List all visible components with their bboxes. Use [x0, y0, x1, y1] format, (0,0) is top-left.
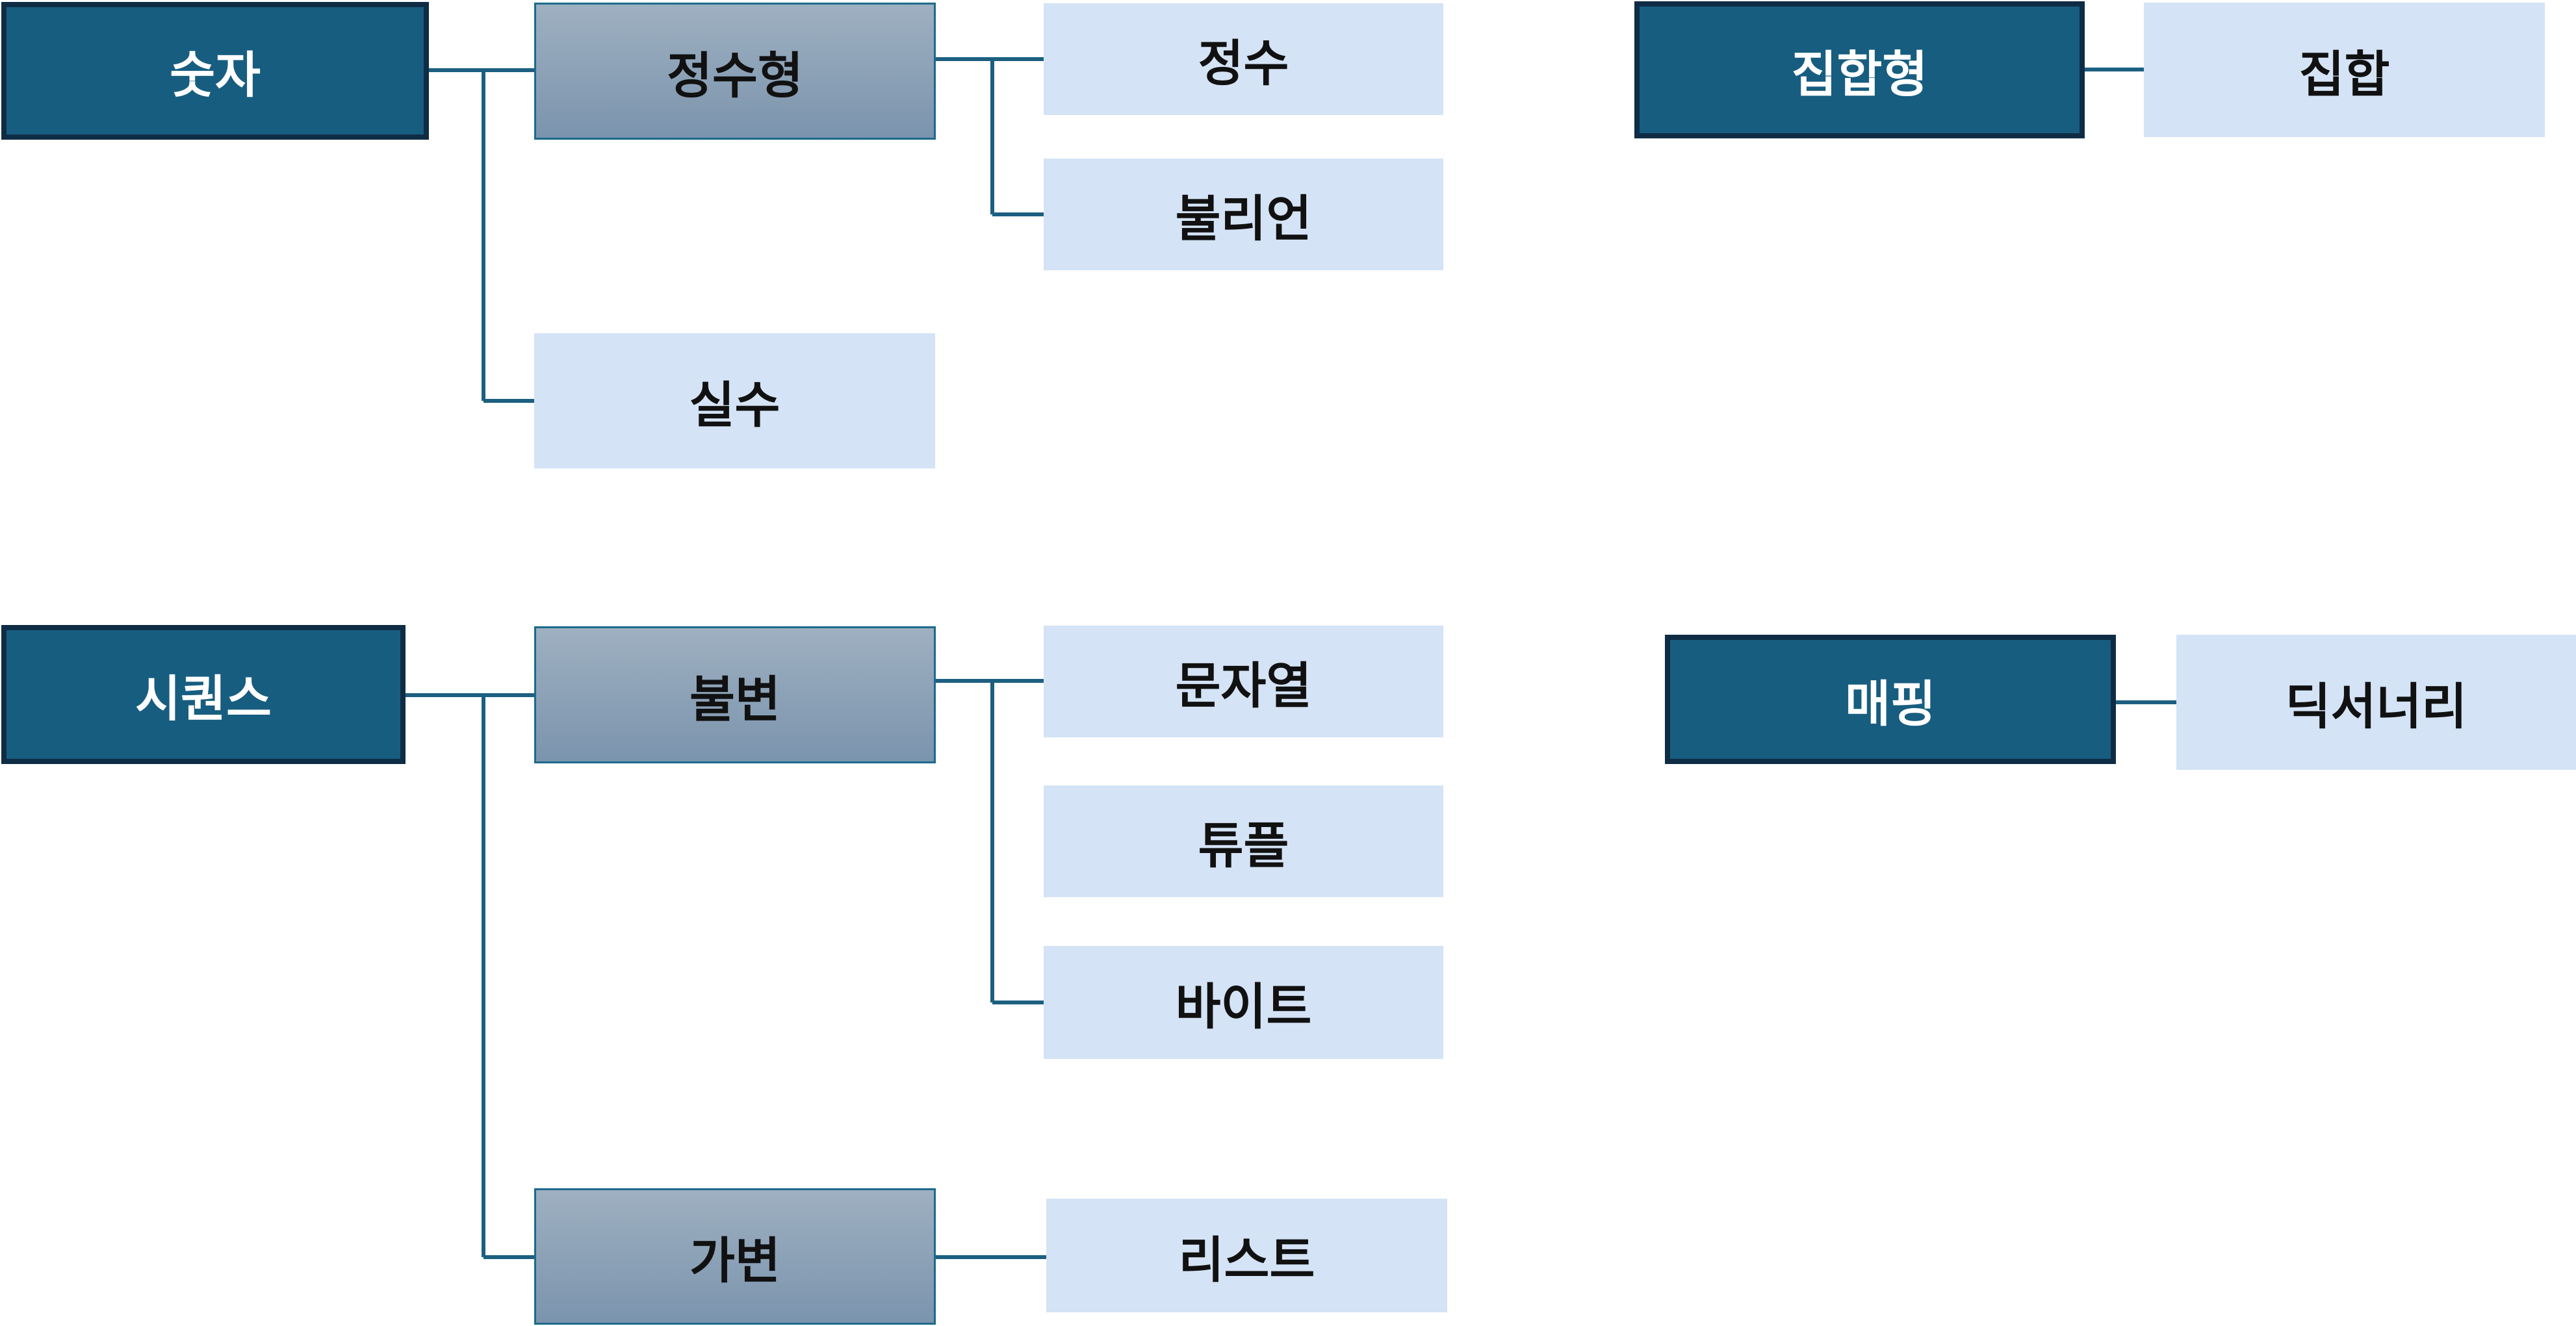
category-set-type: 집합형	[1634, 1, 2085, 138]
subcategory-immutable: 불변	[534, 626, 936, 763]
category-numeric: 숫자	[1, 2, 429, 140]
category-sequence: 시퀀스	[1, 625, 406, 764]
leaf-tuple: 튜플	[1044, 785, 1443, 897]
subcategory-mutable: 가변	[534, 1188, 936, 1325]
leaf-set: 집합	[2144, 3, 2545, 137]
leaf-boolean: 불리언	[1044, 159, 1443, 270]
leaf-integer: 정수	[1044, 3, 1443, 115]
leaf-list: 리스트	[1046, 1199, 1447, 1312]
leaf-float: 실수	[534, 333, 935, 468]
subcategory-integer-type: 정수형	[534, 3, 936, 140]
leaf-bytes: 바이트	[1044, 946, 1443, 1059]
leaf-dictionary: 딕서너리	[2176, 635, 2576, 770]
leaf-string: 문자열	[1044, 626, 1443, 737]
category-mapping: 매핑	[1665, 635, 2116, 764]
